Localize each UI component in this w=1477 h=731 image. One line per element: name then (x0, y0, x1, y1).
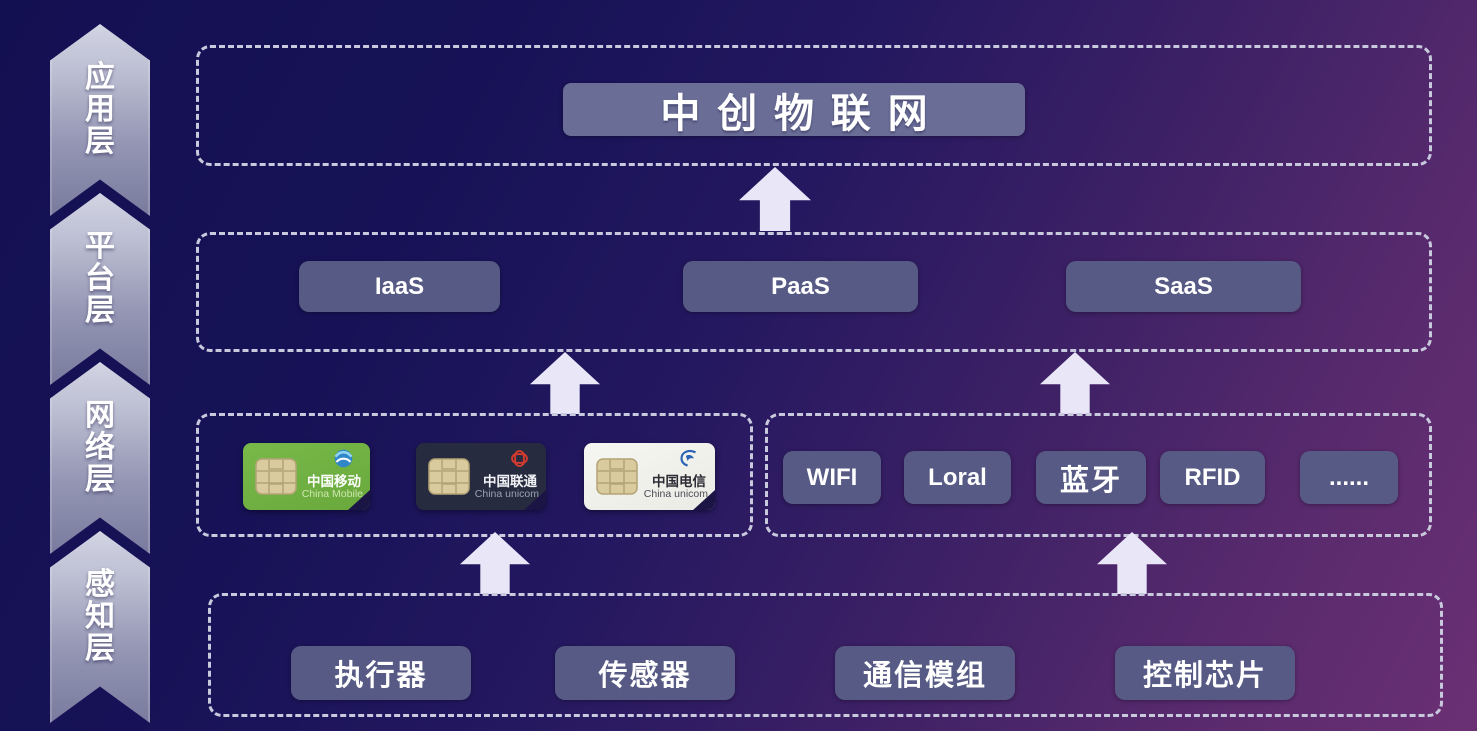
ellipsis-pill: ...... (1300, 451, 1398, 504)
iaas-pill: IaaS (299, 261, 500, 312)
control-chip-pill: 控制芯片 (1115, 646, 1295, 700)
rfid-pill: RFID (1160, 451, 1265, 504)
layer-chevron-network: 网络层 (50, 362, 150, 554)
network-protocol-box: WIFI Loral 蓝牙 RFID ...... (765, 413, 1432, 537)
paas-pill: PaaS (683, 261, 918, 312)
arrow-network-right-to-platform-icon (1040, 352, 1110, 414)
sim-card-name: 中国电信 (652, 474, 706, 489)
bluetooth-label: 蓝牙 (1059, 464, 1122, 497)
sim-chip-icon (255, 458, 297, 495)
sim-card-subtitle: China unicom (474, 488, 539, 500)
ellipsis-label: ...... (1328, 463, 1369, 491)
wifi-pill: WIFI (783, 451, 881, 504)
sim-chip-icon (428, 458, 470, 495)
saas-label: SaaS (1154, 272, 1213, 300)
sim-card-name: 中国移动 (307, 474, 361, 489)
sim-card-china-telecom: 中国电信 China unicom (584, 443, 715, 510)
iot-title: 中创物联网 (660, 91, 945, 136)
actuator-pill: 执行器 (291, 646, 471, 700)
china-unicom-logo-icon (511, 450, 528, 467)
layer-chevron-platform: 平台层 (50, 193, 150, 385)
china-telecom-logo-icon (680, 449, 696, 467)
loral-pill: Loral (904, 451, 1011, 504)
bluetooth-pill: 蓝牙 (1036, 451, 1146, 504)
paas-label: PaaS (771, 272, 830, 300)
arrow-perception-to-network-right-icon (1097, 532, 1167, 594)
sim-card-china-unicom: 中国联通 China unicom (416, 443, 546, 510)
network-sim-box: 中国移动 China Mobile 中国联通 China unicom (196, 413, 753, 537)
sim-card-subtitle: China unicom (643, 488, 708, 500)
loral-label: Loral (928, 463, 987, 491)
layer-chevron-application: 应用层 (50, 24, 150, 216)
arrow-perception-to-network-left-icon (460, 532, 530, 594)
iot-title-pill: 中创物联网 (563, 83, 1025, 136)
perception-layer-box: 执行器 传感器 通信模组 控制芯片 (208, 593, 1443, 717)
layer-label-application: 应用层 (85, 61, 115, 158)
saas-pill: SaaS (1066, 261, 1301, 312)
comm-module-pill: 通信模组 (835, 646, 1015, 700)
layer-label-network: 网络层 (85, 399, 115, 496)
actuator-label: 执行器 (334, 660, 428, 692)
iaas-label: IaaS (374, 272, 425, 300)
sim-card-subtitle: China Mobile (301, 488, 363, 500)
comm-module-label: 通信模组 (862, 660, 987, 692)
arrow-platform-to-application-icon (739, 167, 811, 231)
layer-chevron-perception: 感知层 (50, 531, 150, 723)
arrow-network-left-to-platform-icon (530, 352, 600, 414)
sim-card-china-mobile: 中国移动 China Mobile (243, 443, 370, 510)
wifi-label: WIFI (806, 463, 858, 491)
platform-layer-box: IaaS PaaS SaaS (196, 232, 1432, 352)
layer-label-perception: 感知层 (85, 568, 115, 665)
control-chip-label: 控制芯片 (1142, 660, 1267, 692)
china-mobile-logo-icon (334, 449, 353, 468)
sim-card-name: 中国联通 (483, 474, 537, 489)
layer-label-platform: 平台层 (85, 230, 115, 327)
application-layer-box: 中创物联网 (196, 45, 1432, 166)
sensor-pill: 传感器 (555, 646, 735, 700)
rfid-label: RFID (1184, 463, 1241, 491)
sim-chip-icon (596, 458, 638, 495)
sensor-label: 传感器 (598, 660, 692, 692)
